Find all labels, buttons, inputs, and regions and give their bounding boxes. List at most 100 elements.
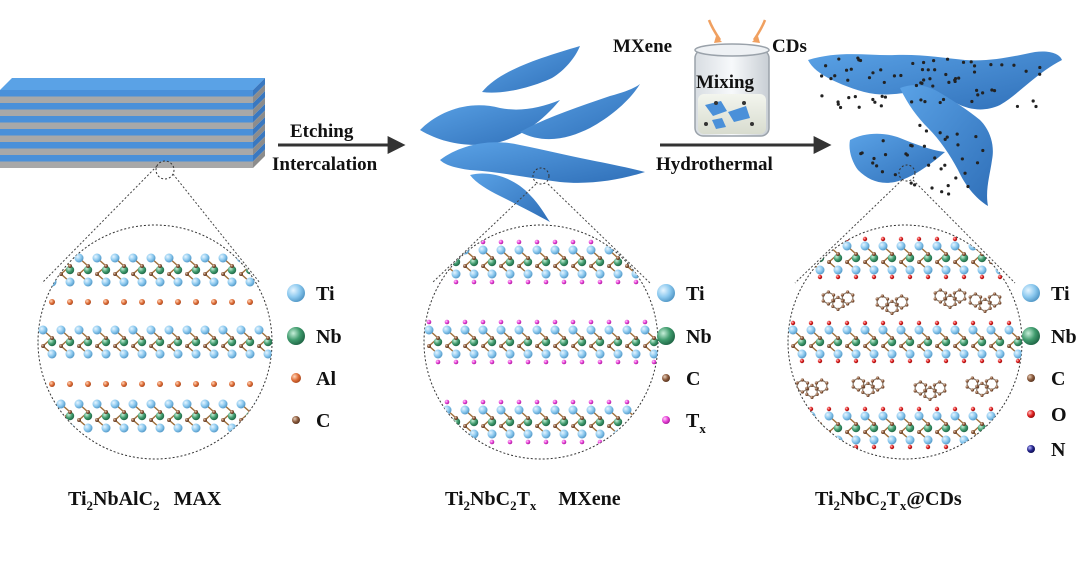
- ti-atom: [245, 423, 255, 433]
- c-atom: [409, 264, 413, 268]
- ti-atom: [218, 399, 228, 409]
- c-atom: [535, 264, 539, 268]
- bond: [792, 431, 803, 441]
- ti-atom: [604, 405, 614, 415]
- c-atom: [625, 424, 629, 428]
- c-atom: [158, 264, 162, 268]
- ti-atom: [101, 349, 111, 359]
- bond: [411, 338, 420, 346]
- bond: [792, 415, 803, 425]
- ti-atom: [788, 349, 789, 359]
- c-atom: [932, 383, 937, 387]
- o-atom: [898, 236, 904, 242]
- cd-dot: [938, 100, 942, 105]
- nb-atom: [833, 423, 843, 433]
- ti-atom: [128, 399, 138, 409]
- c-atom: [983, 297, 987, 301]
- c-atom: [436, 336, 440, 340]
- c-atom: [820, 378, 824, 382]
- ti-atom: [959, 265, 969, 275]
- c-atom: [918, 380, 923, 384]
- c-atom: [59, 344, 63, 348]
- tx-atom: [480, 399, 486, 405]
- cd-dot: [871, 161, 875, 165]
- c-atom: [851, 385, 855, 389]
- mxene-flakes: [420, 46, 645, 222]
- o-atom: [889, 444, 895, 450]
- c-atom: [908, 336, 912, 340]
- c-atom: [113, 344, 117, 348]
- ti-atom: [869, 265, 879, 275]
- ti-atom: [640, 245, 650, 255]
- bond: [810, 431, 821, 441]
- c-atom: [203, 272, 207, 276]
- c-atom: [791, 344, 795, 348]
- c-atom: [933, 394, 937, 398]
- c-atom: [795, 381, 799, 385]
- o-atom: [817, 444, 823, 450]
- cd-dot: [824, 64, 828, 68]
- ti-atom: [824, 325, 834, 335]
- tx-atom: [633, 359, 639, 365]
- legend-o-icon: [1027, 410, 1035, 418]
- c-atom: [962, 252, 966, 256]
- o-atom: [1025, 237, 1029, 241]
- ti-atom: [173, 277, 183, 287]
- c-atom: [998, 252, 1002, 256]
- nb-atom: [887, 253, 897, 263]
- c-atom: [607, 424, 611, 428]
- bond: [25, 258, 34, 266]
- ti-atom: [923, 435, 933, 445]
- input-arrow-head-icon: [714, 36, 722, 43]
- ti-atom: [74, 325, 84, 335]
- nb-atom: [613, 257, 623, 267]
- c-atom: [1016, 422, 1020, 426]
- o-atom: [799, 358, 805, 364]
- ti-atom: [613, 429, 623, 439]
- o-atom: [808, 406, 814, 412]
- cd-dot: [872, 156, 876, 161]
- o-atom: [952, 320, 958, 326]
- c-atom: [846, 290, 850, 294]
- o-atom: [835, 444, 841, 450]
- nb-atom: [631, 257, 641, 267]
- o-atom: [880, 236, 886, 242]
- ti-atom: [869, 435, 879, 445]
- tx-atom: [471, 439, 477, 445]
- c-atom: [607, 344, 611, 348]
- tx-atom: [435, 359, 441, 365]
- ti-atom: [146, 399, 156, 409]
- c-atom: [481, 424, 485, 428]
- nb-atom: [65, 265, 75, 275]
- cd-dot: [957, 76, 961, 80]
- o-atom: [979, 444, 985, 450]
- al-atom: [31, 381, 37, 387]
- ti-atom: [110, 399, 120, 409]
- max-structure-circle: [25, 224, 273, 460]
- c-atom: [995, 385, 999, 389]
- tx-atom: [480, 239, 486, 245]
- c-atom: [809, 430, 813, 434]
- c-atom: [670, 256, 674, 260]
- c-atom: [899, 344, 903, 348]
- c-atom: [782, 252, 786, 256]
- c-atom: [840, 293, 845, 297]
- cd-dot: [838, 105, 843, 110]
- c-atom: [894, 303, 899, 307]
- c-atom: [890, 422, 894, 426]
- c-atom: [634, 256, 638, 260]
- ti-atom: [950, 411, 960, 421]
- ti-atom: [914, 411, 924, 421]
- c-atom: [926, 422, 930, 426]
- ti-atom: [514, 325, 524, 335]
- max-block-slab-side: [253, 104, 265, 123]
- nb-atom: [923, 423, 933, 433]
- c-atom: [980, 381, 984, 385]
- nb-atom: [577, 417, 587, 427]
- ti-atom: [878, 241, 888, 251]
- c-atom: [158, 336, 162, 340]
- composite-flake: [900, 85, 993, 206]
- c-atom: [905, 297, 909, 301]
- nb-atom: [595, 417, 605, 427]
- nb-atom: [923, 253, 933, 263]
